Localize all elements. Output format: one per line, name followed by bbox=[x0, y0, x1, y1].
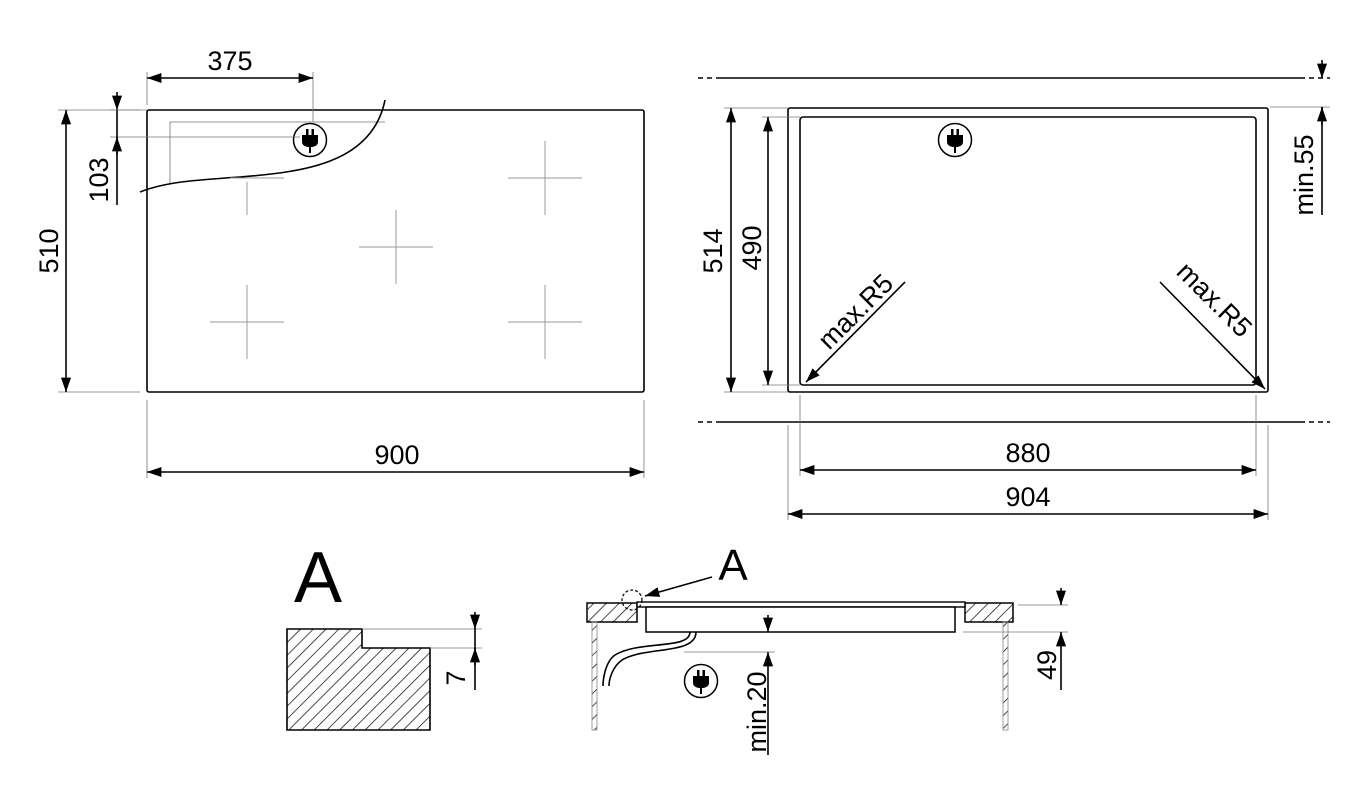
dim-880: 880 bbox=[1005, 438, 1050, 468]
hatched-profile bbox=[286, 628, 431, 731]
dim-49: 49 bbox=[1032, 650, 1062, 680]
dim-103: 103 bbox=[84, 157, 114, 202]
section-view: A min.20 49 bbox=[586, 541, 1068, 755]
hob-top-view: 375 103 510 900 bbox=[34, 46, 645, 478]
cutout-inner bbox=[799, 116, 1257, 386]
detail-ref: A bbox=[718, 541, 748, 590]
radius-left: max.R5 bbox=[812, 268, 899, 355]
dim-900: 900 bbox=[374, 440, 419, 470]
dim-7: 7 bbox=[441, 670, 471, 685]
detail-label: A bbox=[294, 538, 342, 618]
plug-icon bbox=[683, 663, 719, 699]
radius-right: max.R5 bbox=[1171, 256, 1258, 343]
hob-body bbox=[645, 606, 956, 633]
dim-min-55: min.55 bbox=[1289, 134, 1319, 215]
cutout-outer bbox=[787, 107, 1269, 393]
dim-510: 510 bbox=[34, 228, 64, 273]
cable-cutline bbox=[139, 99, 386, 193]
cooking-zone-marks bbox=[210, 141, 582, 359]
hob-outline bbox=[146, 109, 645, 393]
cutout-view: min.55 514 490 max.R5 max.R5 880 904 bbox=[698, 60, 1330, 520]
detail-a: A 7 bbox=[286, 538, 482, 731]
dim-375: 375 bbox=[207, 46, 252, 76]
plug-icon bbox=[292, 122, 328, 158]
dim-490: 490 bbox=[737, 225, 767, 270]
plug-icon bbox=[937, 122, 973, 158]
dim-514: 514 bbox=[698, 228, 728, 273]
dim-904: 904 bbox=[1005, 482, 1050, 512]
dim-min-20: min.20 bbox=[742, 671, 772, 752]
